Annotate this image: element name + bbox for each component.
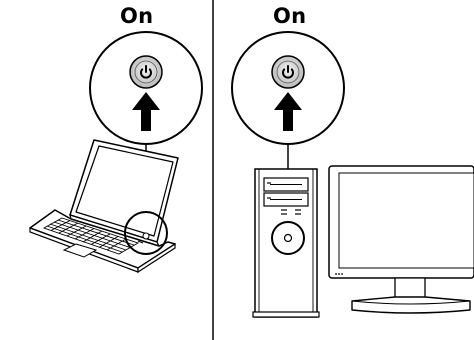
power-icon: [140, 65, 152, 79]
on-label-left: On: [120, 4, 154, 28]
laptop-power-button: [142, 232, 150, 240]
arrow-up-icon: [132, 92, 160, 131]
zoom-callout-right: [231, 31, 345, 145]
desktop-monitor: [328, 165, 474, 314]
laptop-keyboard: [42, 217, 140, 255]
laptop-touchpad: [62, 243, 98, 258]
on-label-right: On: [273, 4, 307, 28]
arrow-up-icon: [274, 92, 302, 131]
laptop-panel: [29, 31, 203, 274]
laptop-illustration: [29, 139, 179, 274]
laptop-power-highlight: [124, 211, 168, 255]
zoom-callout-left: [89, 31, 203, 145]
tower-power-highlight: [271, 221, 305, 255]
desktop-panel: [231, 31, 474, 318]
tower-power-button: [283, 233, 293, 243]
power-icon: [282, 65, 294, 79]
